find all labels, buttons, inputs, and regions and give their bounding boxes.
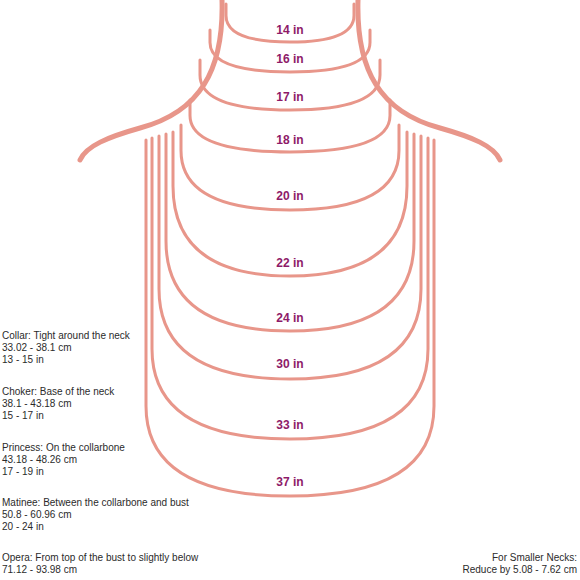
style-note: 43.18 - 48.26 cm <box>2 454 77 466</box>
style-note: Princess: On the collarbone <box>2 442 125 454</box>
length-label: 30 in <box>274 358 305 372</box>
length-label: 17 in <box>274 91 305 105</box>
necklace-chain <box>152 138 428 439</box>
style-note: Choker: Base of the neck <box>2 386 114 398</box>
style-note: Opera: From top of the bust to slightly … <box>2 552 198 564</box>
necklace-chain <box>159 136 421 379</box>
necklace-chain <box>200 60 380 110</box>
length-label: 20 in <box>274 190 305 204</box>
length-label: 18 in <box>274 134 305 148</box>
style-note: 71.12 - 93.98 cm <box>2 564 77 576</box>
size-note: For Smaller Necks: <box>492 552 577 564</box>
necklace-chain <box>190 100 390 152</box>
style-note: 13 - 15 in <box>2 354 44 366</box>
style-note: Collar: Tight around the neck <box>2 330 130 342</box>
length-label: 16 in <box>274 53 305 67</box>
length-label: 33 in <box>274 419 305 433</box>
style-note: Matinee: Between the collarbone and bust <box>2 497 189 509</box>
length-label: 24 in <box>274 312 305 326</box>
necklace-chain <box>146 140 434 496</box>
style-note: 50.8 - 60.96 cm <box>2 509 71 521</box>
style-note: 15 - 17 in <box>2 410 44 422</box>
necklace-chain <box>181 125 399 210</box>
length-label: 14 in <box>274 24 305 38</box>
style-note: 20 - 24 in <box>2 521 44 533</box>
style-note: 17 - 19 in <box>2 466 44 478</box>
style-note: 33.02 - 38.1 cm <box>2 342 71 354</box>
necklace-chain <box>166 134 414 331</box>
necklace-chain <box>173 132 407 276</box>
style-note: 38.1 - 43.18 cm <box>2 398 71 410</box>
necklace-chain <box>226 4 354 42</box>
length-label: 37 in <box>274 476 305 490</box>
size-note: Reduce by 5.08 - 7.62 cm <box>462 564 577 576</box>
length-label: 22 in <box>274 257 305 271</box>
